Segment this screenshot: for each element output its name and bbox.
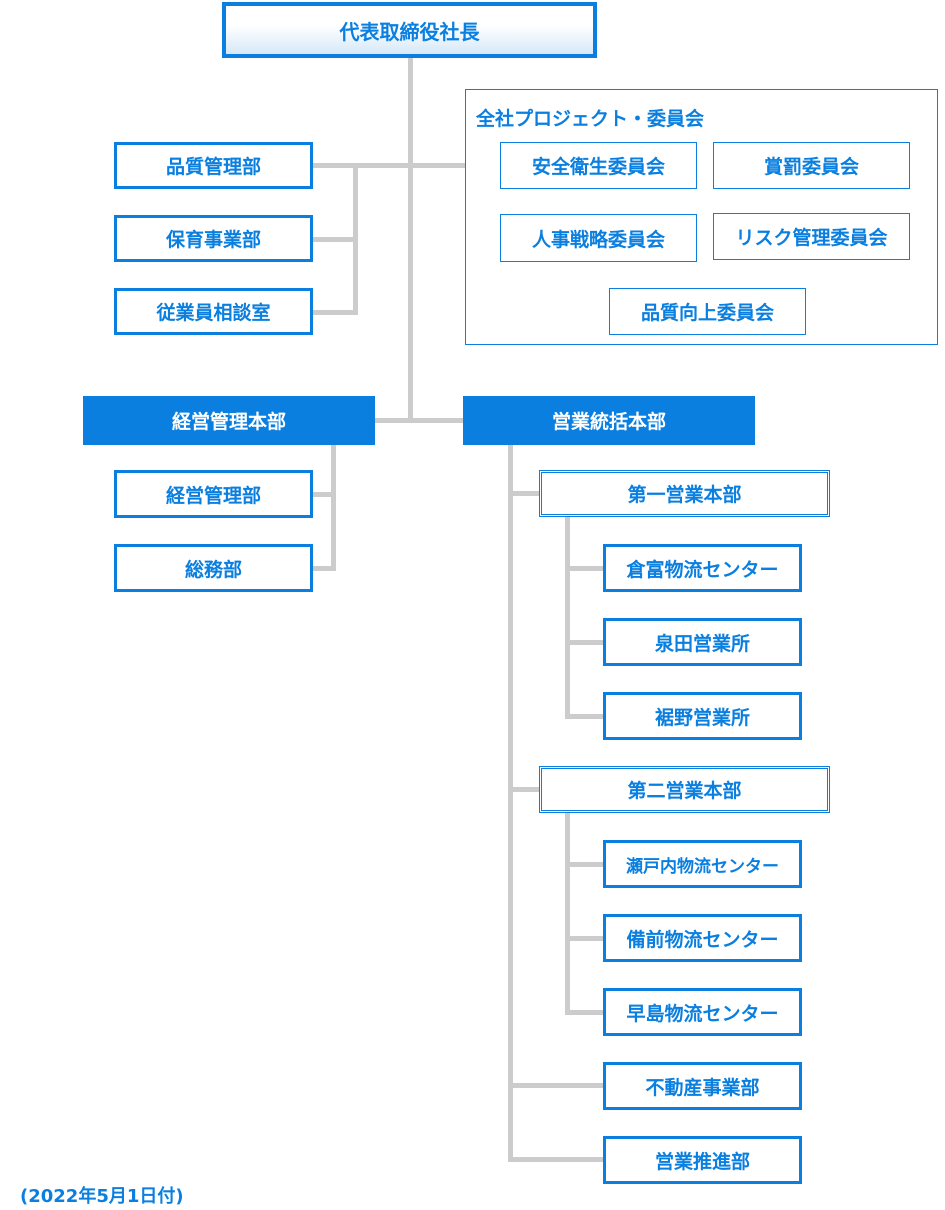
dept-employee-consultation: 従業員相談室 — [114, 288, 313, 335]
unit-setouchi-logistics: 瀬戸内物流センター — [603, 840, 802, 888]
unit-kuratomi-logistics: 倉富物流センター — [603, 544, 802, 592]
connector-ceo-trunk — [408, 58, 413, 423]
connector-direct-2 — [312, 237, 358, 242]
dept-general-affairs: 総務部 — [114, 544, 313, 592]
connector-mgmt-1 — [312, 492, 336, 497]
committee-safety-health: 安全衛生委員会 — [500, 142, 697, 189]
dept-childcare: 保育事業部 — [114, 215, 313, 262]
connector-sales-vertical — [508, 444, 513, 1162]
first-sales-division: 第一営業本部 — [539, 470, 830, 517]
committee-reward-discipline: 賞罰委員会 — [713, 142, 910, 189]
connector-first-3 — [565, 714, 604, 719]
connector-second-3 — [565, 1010, 604, 1015]
connector-mgmt-vertical — [331, 444, 336, 571]
connector-trunk-committees — [312, 163, 465, 168]
committee-hr-strategy: 人事戦略委員会 — [500, 214, 697, 262]
effective-date: (2022年5月1日付) — [20, 1186, 184, 1207]
unit-bizen-logistics: 備前物流センター — [603, 914, 802, 962]
sales-hq: 営業統括本部 — [463, 396, 755, 445]
connector-first-2 — [565, 640, 604, 645]
second-sales-division: 第二営業本部 — [539, 766, 830, 813]
connector-mgmt-2 — [312, 566, 336, 571]
connector-sales-dept-1 — [508, 1083, 604, 1088]
management-hq: 経営管理本部 — [83, 396, 375, 445]
committee-panel-title: 全社プロジェクト・委員会 — [476, 108, 705, 130]
dept-sales-promotion: 営業推進部 — [603, 1136, 802, 1184]
dept-real-estate: 不動産事業部 — [603, 1062, 802, 1110]
connector-sales-second — [508, 787, 539, 792]
connector-first-1 — [565, 566, 604, 571]
unit-hayashima-logistics: 早島物流センター — [603, 988, 802, 1036]
committee-quality-improvement: 品質向上委員会 — [609, 288, 806, 335]
unit-izumida-office: 泉田営業所 — [603, 618, 802, 666]
connector-first-vertical — [565, 516, 570, 719]
dept-business-management: 経営管理部 — [114, 470, 313, 518]
connector-hq-horizontal — [374, 418, 464, 423]
connector-second-vertical — [565, 812, 570, 1015]
connector-second-1 — [565, 862, 604, 867]
ceo-box: 代表取締役社長 — [222, 2, 597, 58]
committee-risk-management: リスク管理委員会 — [713, 213, 910, 260]
dept-quality-management: 品質管理部 — [114, 142, 313, 189]
unit-susono-office: 裾野営業所 — [603, 692, 802, 740]
connector-sales-dept-2 — [508, 1157, 604, 1162]
connector-direct-3 — [312, 310, 358, 315]
connector-second-2 — [565, 936, 604, 941]
connector-sales-first — [508, 491, 539, 496]
